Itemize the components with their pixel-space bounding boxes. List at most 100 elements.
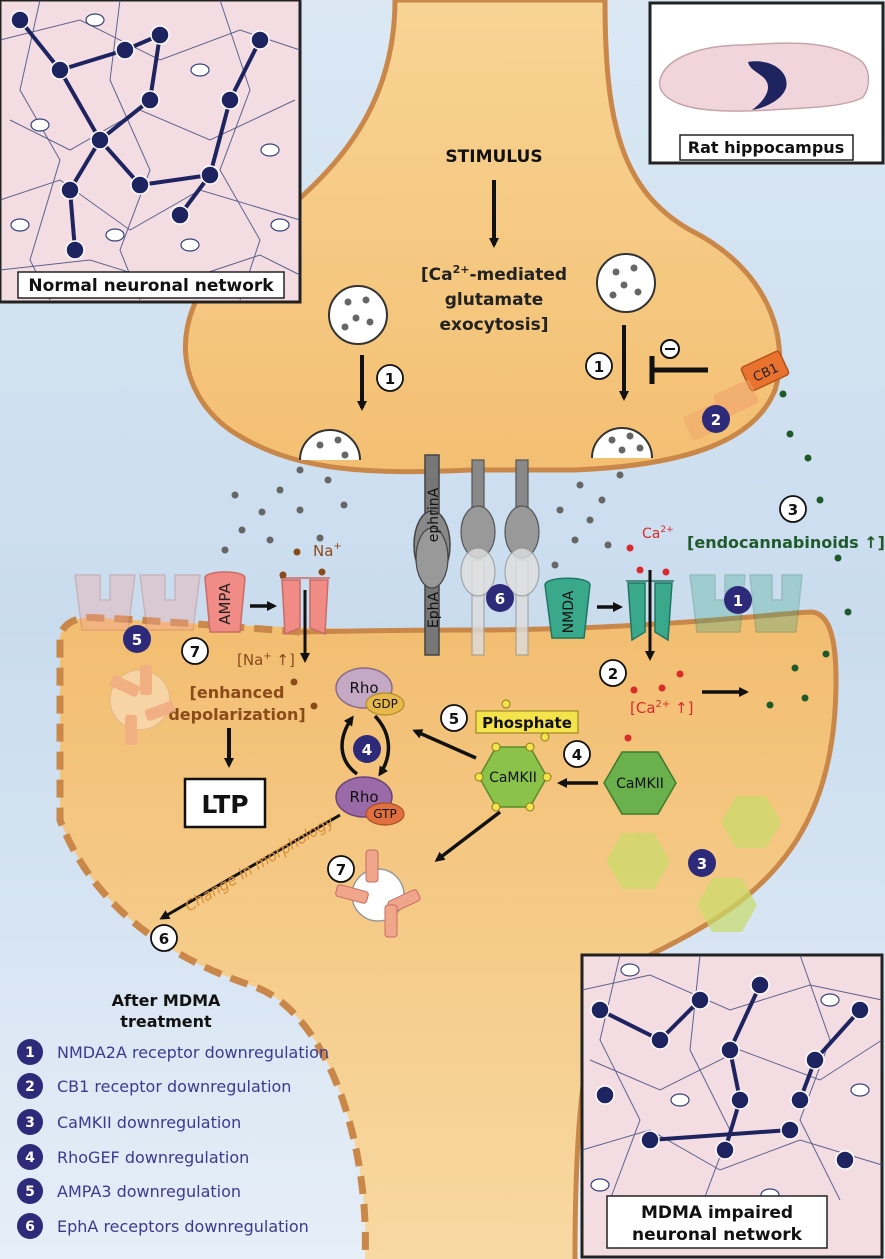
inset-impaired-network: MDMA impaired neuronal network bbox=[580, 953, 884, 1259]
badge-white-1a: 1 bbox=[376, 364, 404, 392]
rho-gtp: Rho GTP bbox=[335, 776, 405, 826]
badge-white-7b: 7 bbox=[327, 855, 355, 883]
inset-rat-hippocampus: Rat hippocampus bbox=[648, 1, 885, 165]
badge-navy-6: 6 bbox=[486, 584, 514, 612]
rho-gdp-label: Rho bbox=[349, 679, 378, 697]
ltp-box: LTP bbox=[183, 777, 267, 829]
badge-navy-2: 2 bbox=[702, 405, 730, 433]
camkii-faded bbox=[606, 796, 781, 932]
badge-white-7a: 7 bbox=[181, 637, 209, 665]
legend-item: 1 NMDA2A receptor downregulation bbox=[17, 1039, 329, 1065]
svg-text:2: 2 bbox=[711, 411, 721, 429]
camkii-to-ampa-arrow bbox=[434, 810, 502, 862]
gtp-label: GTP bbox=[373, 807, 396, 821]
svg-text:1: 1 bbox=[25, 1045, 35, 1061]
vesicle-right-top bbox=[596, 253, 656, 313]
normal-network-caption: Normal neuronal network bbox=[28, 276, 274, 296]
svg-text:CB1 receptor downregulation: CB1 receptor downregulation bbox=[57, 1077, 291, 1096]
epha-receptor-2 bbox=[460, 459, 496, 656]
vesicle-left-fusing bbox=[299, 429, 361, 461]
svg-text:CaMKII downregulation: CaMKII downregulation bbox=[57, 1113, 241, 1132]
camkii-inactive: CaMKII bbox=[603, 751, 677, 815]
svg-text:6: 6 bbox=[159, 930, 169, 948]
badge-navy-4: 4 bbox=[353, 735, 381, 763]
svg-text:AMPA3 downregulation: AMPA3 downregulation bbox=[57, 1182, 241, 1201]
svg-text:2: 2 bbox=[25, 1079, 35, 1095]
phosphate-box: Phosphate bbox=[475, 699, 579, 742]
nmda-receptor-faded-2 bbox=[749, 574, 803, 633]
legend-item: 5 AMPA3 downregulation bbox=[17, 1178, 241, 1204]
mdma-effect-badges: 1 2 3 4 5 6 bbox=[123, 405, 752, 877]
nmda-receptor: NMDA bbox=[544, 577, 591, 639]
svg-text:1: 1 bbox=[733, 592, 743, 610]
impaired-network-caption-2: neuronal network bbox=[632, 1225, 803, 1245]
svg-text:5: 5 bbox=[449, 710, 459, 728]
pathway-badges: 1 1 2 3 4 5 6 7 7 bbox=[150, 352, 807, 952]
svg-text:RhoGEF downregulation: RhoGEF downregulation bbox=[57, 1148, 249, 1167]
badge-white-4: 4 bbox=[563, 740, 591, 768]
ampa-receptor: AMPA bbox=[204, 571, 246, 633]
epha-label: EphA bbox=[426, 591, 442, 628]
svg-text:3: 3 bbox=[788, 501, 798, 519]
impaired-network-caption-1: MDMA impaired bbox=[641, 1203, 793, 1223]
legend-item: 6 EphA receptors downregulation bbox=[17, 1213, 309, 1239]
legend: After MDMA treatment 1 NMDA2A receptor d… bbox=[17, 991, 329, 1239]
badge-white-2: 2 bbox=[599, 659, 627, 687]
hippocampus-icon bbox=[748, 61, 787, 110]
rho-gtp-label: Rho bbox=[349, 788, 378, 806]
svg-text:4: 4 bbox=[572, 746, 582, 764]
svg-text:6: 6 bbox=[495, 590, 505, 608]
camkii-phosphorylated: CaMKII bbox=[474, 742, 552, 812]
badge-white-5: 5 bbox=[440, 704, 468, 732]
ampa-receptor-faded-2 bbox=[139, 574, 201, 631]
legend-title-1: After MDMA bbox=[112, 991, 221, 1010]
enhanced-depolarization-2: depolarization] bbox=[168, 705, 305, 724]
ampa-insertion-vesicle bbox=[335, 849, 421, 938]
endocannabinoid-particles bbox=[766, 390, 852, 709]
endocannabinoids-label: [endocannabinoids ↑] bbox=[687, 533, 885, 552]
camkii-to-rho-arrow bbox=[412, 729, 477, 760]
sodium-label: Na+ bbox=[313, 541, 342, 560]
stimulus-label: STIMULUS bbox=[445, 147, 542, 167]
ltp-label: LTP bbox=[201, 790, 248, 819]
exocytosis-line-1: [Ca2+-mediated bbox=[421, 263, 567, 285]
svg-text:5: 5 bbox=[25, 1184, 35, 1200]
nmda-channel-open bbox=[626, 580, 674, 642]
calcium-particles bbox=[620, 544, 684, 760]
postsynaptic-membrane-dashed bbox=[56, 613, 369, 1259]
legend-title-2: treatment bbox=[120, 1012, 212, 1031]
legend-item: 3 CaMKII downregulation bbox=[17, 1109, 241, 1135]
rat-hippocampus-caption: Rat hippocampus bbox=[688, 138, 844, 157]
svg-text:1: 1 bbox=[385, 370, 395, 388]
badge-navy-3: 3 bbox=[688, 849, 716, 877]
svg-text:7: 7 bbox=[190, 643, 200, 661]
glutamate-particles bbox=[221, 466, 624, 569]
badge-white-1b: 1 bbox=[585, 352, 613, 380]
sodium-increase-label: [Na+ ↑] bbox=[237, 651, 295, 669]
phosphate-label: Phosphate bbox=[482, 714, 572, 732]
epha-ephrina-complex: ephrinA EphA bbox=[413, 454, 451, 656]
camkii-phospho-label: CaMKII bbox=[489, 770, 537, 786]
enhanced-depolarization-1: [enhanced bbox=[190, 683, 285, 702]
ephrina-label: ephrinA bbox=[426, 487, 442, 542]
sodium-particles bbox=[279, 548, 326, 710]
nmda-label: NMDA bbox=[561, 590, 577, 633]
exocytosis-line-3: exocytosis] bbox=[440, 315, 549, 335]
rho-cycle-arrow-right bbox=[373, 714, 391, 777]
svg-text:2: 2 bbox=[608, 665, 618, 683]
morphology-arrow bbox=[159, 813, 341, 920]
legend-item: 4 RhoGEF downregulation bbox=[17, 1144, 249, 1170]
svg-text:3: 3 bbox=[25, 1115, 35, 1131]
svg-text:1: 1 bbox=[594, 358, 604, 376]
svg-text:5: 5 bbox=[132, 631, 142, 649]
badge-white-3: 3 bbox=[779, 495, 807, 523]
badge-navy-1: 1 bbox=[724, 586, 752, 614]
svg-text:3: 3 bbox=[697, 855, 707, 873]
svg-text:NMDA2A receptor downregulation: NMDA2A receptor downregulation bbox=[57, 1043, 329, 1062]
ampa-label: AMPA bbox=[216, 582, 234, 624]
epha-receptor-3 bbox=[504, 459, 540, 656]
calcium-increase-label: [Ca2+ ↑] bbox=[630, 699, 693, 717]
inset-normal-network: Normal neuronal network bbox=[0, 0, 302, 304]
calcium-label: Ca2+ bbox=[642, 525, 674, 542]
